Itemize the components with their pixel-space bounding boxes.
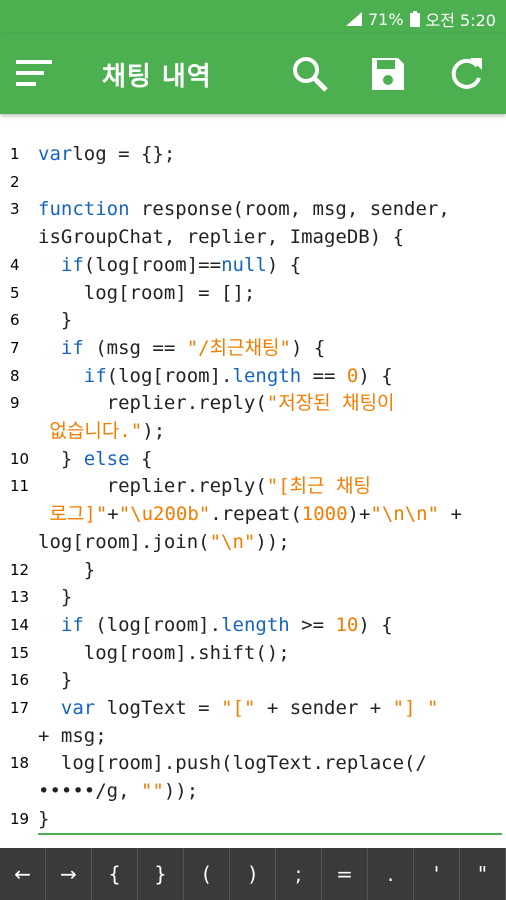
line-number: 19: [10, 809, 30, 828]
code-text: if (msg == "/최근채팅") {: [60, 336, 326, 359]
code-text: 없습니다.");: [38, 420, 166, 442]
line-number: 14: [10, 615, 30, 634]
code-line[interactable]: 13 }: [0, 583, 506, 611]
line-number: 4: [10, 255, 20, 274]
line-number: 5: [10, 283, 20, 302]
current-line-indicator: [38, 833, 502, 835]
line-number: 8: [10, 366, 20, 385]
refresh-icon[interactable]: [446, 54, 486, 94]
symbol-key[interactable]: =: [322, 848, 368, 900]
line-number: 11: [10, 477, 30, 496]
battery-icon: [409, 11, 420, 27]
code-line[interactable]: log[room].join("\n"));: [0, 528, 506, 556]
code-text: replier.reply("[최근 채팅: [38, 475, 372, 498]
code-line[interactable]: + msg;: [0, 722, 506, 750]
code-text: log[room].push(logText.replace(/: [38, 752, 427, 775]
code-line[interactable]: 12 }: [0, 556, 506, 584]
line-number: 9: [10, 394, 20, 413]
code-line[interactable]: 15 log[room].shift();: [0, 639, 506, 667]
code-line[interactable]: 11 replier.reply("[최근 채팅: [0, 472, 506, 500]
code-line[interactable]: 8 if(log[room].length == 0) {: [0, 362, 506, 390]
line-number: 7: [10, 338, 20, 357]
battery-percent: 71%: [367, 9, 404, 29]
code-text: function response(room, msg, sender,: [38, 198, 450, 221]
code-editor[interactable]: 1 varlog = {}; 2 3 function response(room, m…: [0, 140, 506, 840]
code-text: varlog = {};: [38, 143, 176, 165]
code-text: 로그]"+"\u200b".repeat(1000)+"\n\n" +: [38, 503, 462, 526]
code-line[interactable]: 5 log[room] = [];: [0, 279, 506, 307]
code-text: }: [38, 309, 73, 332]
code-line[interactable]: 10 } else {: [0, 445, 506, 473]
signal-icon: [345, 12, 362, 26]
code-line[interactable]: 로그]"+"\u200b".repeat(1000)+"\n\n" +: [0, 500, 506, 528]
code-line[interactable]: 16 }: [0, 666, 506, 694]
code-line[interactable]: 7 if (msg == "/최근채팅") {: [0, 334, 506, 362]
line-number: 6: [10, 311, 20, 330]
save-icon[interactable]: [368, 54, 408, 94]
clock: 오전 5:20: [425, 11, 496, 30]
page-title: 채팅 내역: [102, 62, 212, 92]
symbol-key[interactable]: {: [92, 848, 138, 900]
code-text: replier.reply("저장된 채팅이: [38, 392, 395, 415]
symbol-key[interactable]: (: [184, 848, 230, 900]
code-text: }: [38, 586, 73, 609]
code-text: if(log[room].length == 0) {: [83, 364, 393, 387]
line-number: 1: [10, 145, 20, 163]
code-line[interactable]: 2: [0, 168, 506, 196]
code-text: }: [38, 669, 73, 692]
code-line[interactable]: 1 varlog = {};: [0, 140, 506, 168]
line-number: 13: [10, 588, 30, 607]
code-text: log[room].join("\n"));: [38, 530, 290, 553]
symbol-key[interactable]: ←: [0, 848, 46, 900]
line-number: 2: [10, 172, 20, 191]
symbol-key[interactable]: ;: [276, 848, 322, 900]
code-line[interactable]: 9 replier.reply("저장된 채팅이: [0, 389, 506, 417]
search-icon[interactable]: [290, 54, 330, 94]
line-number: 15: [10, 643, 30, 662]
line-number: 18: [10, 754, 30, 773]
code-text: } else {: [38, 447, 153, 470]
status-bar: 71% 오전 5:20: [0, 0, 506, 34]
code-line[interactable]: 18 log[room].push(logText.replace(/: [0, 749, 506, 777]
code-line[interactable]: •••••/g, ""));: [0, 777, 506, 805]
sort-menu-icon[interactable]: [14, 58, 54, 88]
line-number: 12: [10, 560, 30, 579]
symbol-key[interactable]: ): [230, 848, 276, 900]
line-number: 10: [10, 449, 30, 468]
code-text: log[room].shift();: [38, 641, 290, 664]
code-line[interactable]: isGroupChat, replier, ImageDB) {: [0, 223, 506, 251]
symbol-key-bar: ←→{}();=.'": [0, 848, 506, 900]
code-text: •••••/g, ""));: [38, 780, 199, 803]
symbol-key[interactable]: →: [46, 848, 92, 900]
line-number: 17: [10, 699, 30, 717]
code-line[interactable]: 19}: [0, 805, 506, 833]
code-line[interactable]: 3 function response(room, msg, sender,: [0, 195, 506, 223]
code-text: + msg;: [38, 724, 107, 747]
symbol-key[interactable]: }: [138, 848, 184, 900]
symbol-key[interactable]: ': [414, 848, 460, 900]
app-bar: 채팅 내역: [0, 34, 506, 114]
line-number: 3: [10, 200, 20, 219]
code-text: log[room] = [];: [38, 281, 256, 304]
code-line[interactable]: 6 }: [0, 306, 506, 334]
code-text: if (log[room].length >= 10) {: [60, 613, 393, 636]
code-text: }: [38, 558, 96, 581]
code-line[interactable]: 14 if (log[room].length >= 10) {: [0, 611, 506, 639]
code-text: }: [38, 807, 50, 830]
code-line[interactable]: 없습니다.");: [0, 417, 506, 445]
code-text: isGroupChat, replier, ImageDB) {: [38, 226, 405, 249]
line-number: 16: [10, 671, 30, 690]
code-text: var logText = "[" + sender + "] ": [60, 697, 439, 719]
symbol-key[interactable]: .: [368, 848, 414, 900]
code-text: if(log[room]==null) {: [60, 253, 302, 276]
code-line[interactable]: 17 var logText = "[" + sender + "] ": [0, 694, 506, 722]
symbol-key[interactable]: ": [460, 848, 506, 900]
code-line[interactable]: 4 if(log[room]==null) {: [0, 251, 506, 279]
